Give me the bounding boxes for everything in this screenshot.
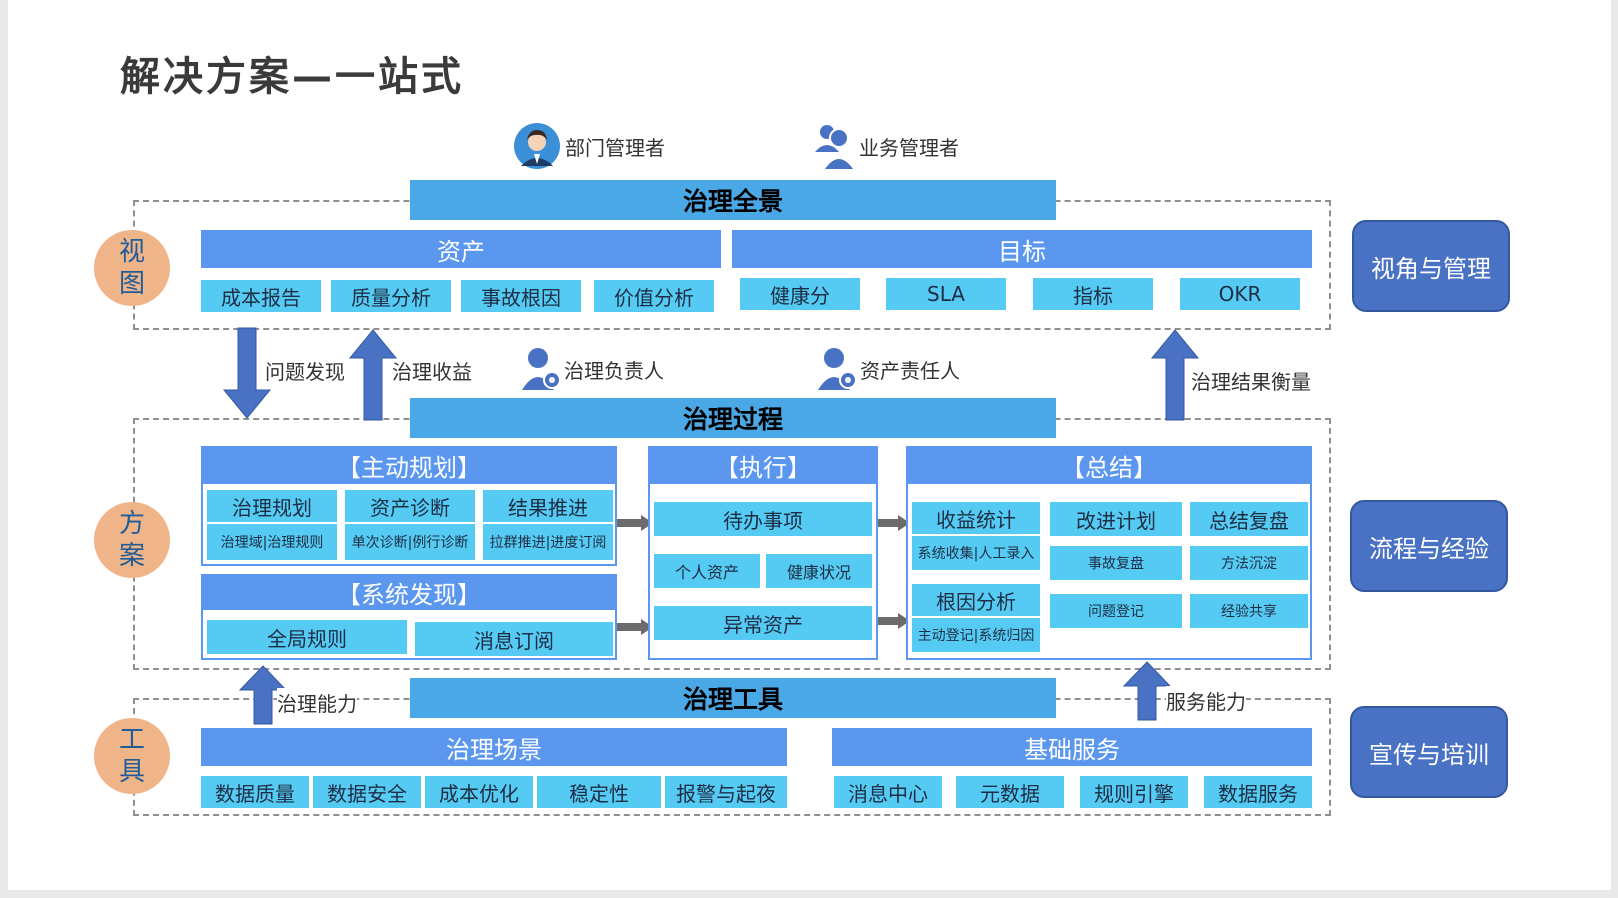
base-services-header: 基础服务 <box>832 728 1312 766</box>
method-item: 方法沉淀 <box>1190 546 1308 580</box>
revenue-stats-item: 收益统计 <box>912 502 1040 534</box>
goals-header: 目标 <box>732 230 1312 268</box>
goals-item: OKR <box>1180 278 1300 310</box>
band-process: 治理过程 <box>410 398 1056 438</box>
base-service-item: 规则引擎 <box>1080 776 1188 808</box>
base-service-item: 数据服务 <box>1204 776 1312 808</box>
system-find-item: 消息订阅 <box>415 622 613 656</box>
circle-tools: 工具 <box>94 718 170 794</box>
revenue-stats-sub: 系统收集|人工录入 <box>912 536 1040 570</box>
user-gear-icon <box>522 348 561 390</box>
user-group-icon <box>815 125 857 171</box>
label-issue-found: 问题发现 <box>265 360 345 384</box>
personal-assets-item: 个人资产 <box>654 554 760 588</box>
label-service-capability: 服务能力 <box>1166 686 1246 715</box>
arrow-up-service <box>1122 661 1172 721</box>
band-overview: 治理全景 <box>410 180 1056 220</box>
arrow-right-icon <box>617 619 653 635</box>
role-label: 部门管理者 <box>565 135 665 160</box>
improve-plan-item: 改进计划 <box>1050 502 1182 536</box>
root-cause-sub: 主动登记|系统归因 <box>912 618 1040 652</box>
side-box-process-experience: 流程与经验 <box>1350 500 1508 592</box>
role-label: 业务管理者 <box>859 135 959 160</box>
arrow-right-icon <box>617 515 653 531</box>
active-plan-sub: 治理域|治理规则 <box>207 524 337 560</box>
assets-item: 事故根因 <box>461 280 581 312</box>
arrow-up-measure <box>1150 329 1200 421</box>
role-label: 治理负责人 <box>564 358 664 383</box>
scenes-header: 治理场景 <box>201 728 787 766</box>
goals-item: SLA <box>886 278 1006 310</box>
system-find-header: 【系统发现】 <box>201 574 617 610</box>
goals-item: 指标 <box>1033 278 1153 310</box>
assets-item: 成本报告 <box>201 280 321 312</box>
base-service-item: 消息中心 <box>834 776 942 808</box>
active-plan-sub: 拉群推进|进度订阅 <box>483 524 613 560</box>
scene-item: 稳定性 <box>537 776 661 808</box>
label-result-measure: 治理结果衡量 <box>1191 370 1311 394</box>
system-find-item: 全局规则 <box>207 620 407 654</box>
active-plan-sub: 单次诊断|例行诊断 <box>345 524 475 560</box>
role-asset-owner: 资产责任人 <box>816 346 960 392</box>
assets-header: 资产 <box>201 230 721 268</box>
side-box-view-management: 视角与管理 <box>1352 220 1510 312</box>
active-plan-item: 治理规划 <box>207 490 337 522</box>
band-tools: 治理工具 <box>410 678 1056 718</box>
assets-item: 质量分析 <box>331 280 451 312</box>
scene-item: 数据安全 <box>313 776 421 808</box>
incident-review-item: 事故复盘 <box>1050 546 1182 580</box>
role-gov-owner: 治理负责人 <box>520 346 664 392</box>
assets-item: 价值分析 <box>594 280 714 312</box>
role-label: 资产责任人 <box>860 358 960 383</box>
review-item: 总结复盘 <box>1190 502 1308 536</box>
base-service-item: 元数据 <box>956 776 1064 808</box>
page-title: 解决方案—一站式 <box>120 54 464 100</box>
user-gear-icon <box>818 348 857 390</box>
scene-item: 报警与起夜 <box>665 776 787 808</box>
abnormal-assets-item: 异常资产 <box>654 606 872 640</box>
health-status-item: 健康状况 <box>766 554 872 588</box>
execute-header: 【执行】 <box>648 446 878 484</box>
active-plan-item: 资产诊断 <box>345 490 475 522</box>
experience-share-item: 经验共享 <box>1190 594 1308 628</box>
circle-solution: 方案 <box>94 502 170 578</box>
arrow-right-icon <box>872 613 910 629</box>
role-biz-manager: 业务管理者 <box>813 122 959 171</box>
scene-item: 数据质量 <box>201 776 309 808</box>
arrow-right-icon <box>872 515 910 531</box>
todo-item: 待办事项 <box>654 502 872 536</box>
issue-register-item: 问题登记 <box>1050 594 1182 628</box>
scene-item: 成本优化 <box>425 776 533 808</box>
slide: 解决方案—一站式 部门管理者 业务管理者 治理负责人 <box>8 0 1611 890</box>
goals-item: 健康分 <box>740 278 860 310</box>
circle-view: 视图 <box>94 230 170 306</box>
arrow-down-issue <box>222 327 272 419</box>
side-box-promotion-training: 宣传与培训 <box>1350 706 1508 798</box>
summary-header: 【总结】 <box>906 446 1312 484</box>
manager-avatar-icon <box>514 123 560 169</box>
role-dept-manager: 部门管理者 <box>513 122 665 170</box>
arrow-up-benefit <box>348 329 398 421</box>
root-cause-item: 根因分析 <box>912 584 1040 616</box>
active-plan-item: 结果推进 <box>483 490 613 522</box>
label-gov-capability: 治理能力 <box>277 688 357 717</box>
active-plan-header: 【主动规划】 <box>201 446 617 484</box>
label-gov-benefit: 治理收益 <box>392 360 472 384</box>
